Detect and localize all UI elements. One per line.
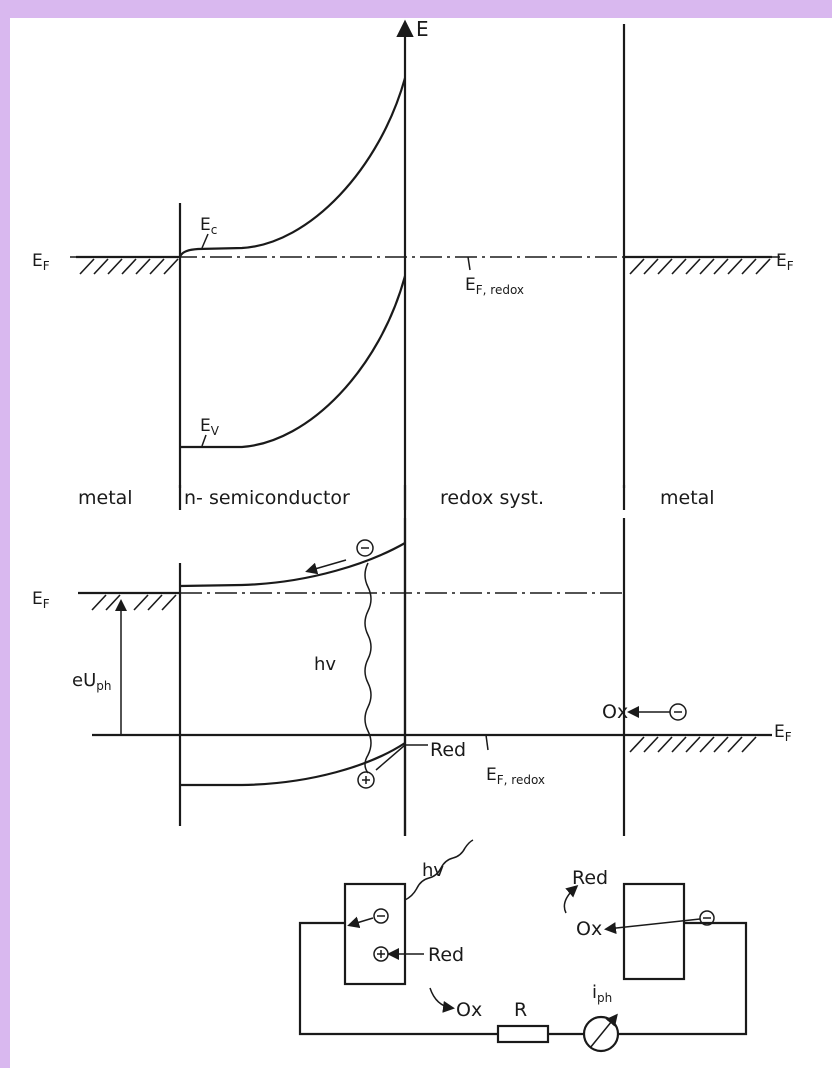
hole-bottom [357, 771, 375, 789]
valence-band-curve [180, 275, 407, 449]
left-metal-hatch [79, 258, 179, 275]
resistor-label: R [514, 999, 527, 1021]
region-metal-left-label: metal [78, 487, 133, 509]
cell-photon-label: hv [422, 860, 444, 881]
cell-electron-right [699, 910, 715, 926]
cell-red-arrow-right [563, 885, 579, 914]
ammeter-needle [589, 1013, 618, 1049]
red-label: Red [430, 739, 466, 761]
right-metal-hatch [629, 258, 771, 275]
cell-ox-arrow-left [429, 987, 455, 1013]
ef-redox-2-label: EF, redox [486, 765, 545, 787]
valence-band-illuminated [180, 742, 406, 787]
cell-ox-left-label: Ox [456, 999, 482, 1021]
electron-right [669, 703, 687, 721]
ox-label: Ox [602, 701, 628, 723]
ec-leader [201, 233, 209, 249]
circuit-wire [298, 921, 748, 1036]
electron-top [356, 539, 374, 557]
ef-left-2-label: EF [32, 589, 50, 611]
cell-electron-arrow [347, 916, 374, 929]
cell-electron [373, 908, 389, 924]
cell-red-right-label: Red [572, 867, 608, 889]
ef-right-2-label: EF [774, 722, 792, 744]
photon-wave [364, 562, 372, 774]
ammeter [582, 1015, 620, 1053]
red-transfer-path [375, 744, 428, 771]
electron-drift-arrow [305, 559, 347, 575]
band-diagram: E EF EF Ec EV EF, redox metal [32, 18, 794, 1053]
left-metal-hatch-2 [91, 594, 177, 611]
ef-redox-tick [467, 256, 471, 271]
region-semiconductor-label: n- semiconductor [184, 487, 350, 509]
metal-electrode [622, 882, 686, 981]
conduction-band-illuminated [179, 542, 406, 588]
resistor [496, 1024, 550, 1044]
ev-label: EV [200, 416, 220, 438]
cell-red-left-label: Red [428, 944, 464, 966]
energy-axis-label: E [416, 18, 429, 41]
ef-redox-label: EF, redox [465, 275, 524, 297]
photovoltage-label: eUph [72, 670, 111, 693]
photon-label: hv [314, 654, 336, 675]
cell-ox-right-label: Ox [576, 918, 602, 940]
diagram-frame: E EF EF Ec EV EF, redox metal [10, 18, 832, 1068]
current-label: iph [592, 982, 612, 1005]
ec-label: Ec [200, 215, 217, 237]
region-metal-right-label: metal [660, 487, 715, 509]
ef-left-label: EF [32, 251, 50, 273]
ev-leader [201, 434, 207, 447]
conduction-band-curve [178, 77, 407, 258]
semiconductor-electrode [343, 882, 407, 986]
right-metal-hatch-2 [629, 736, 757, 753]
ef-right-label: EF [776, 251, 794, 273]
cell-ox-arrow-right [604, 918, 701, 935]
region-redox-label: redox syst. [440, 487, 544, 509]
ef-redox-2-tick [485, 734, 489, 751]
cell-photon-wave [404, 839, 474, 901]
